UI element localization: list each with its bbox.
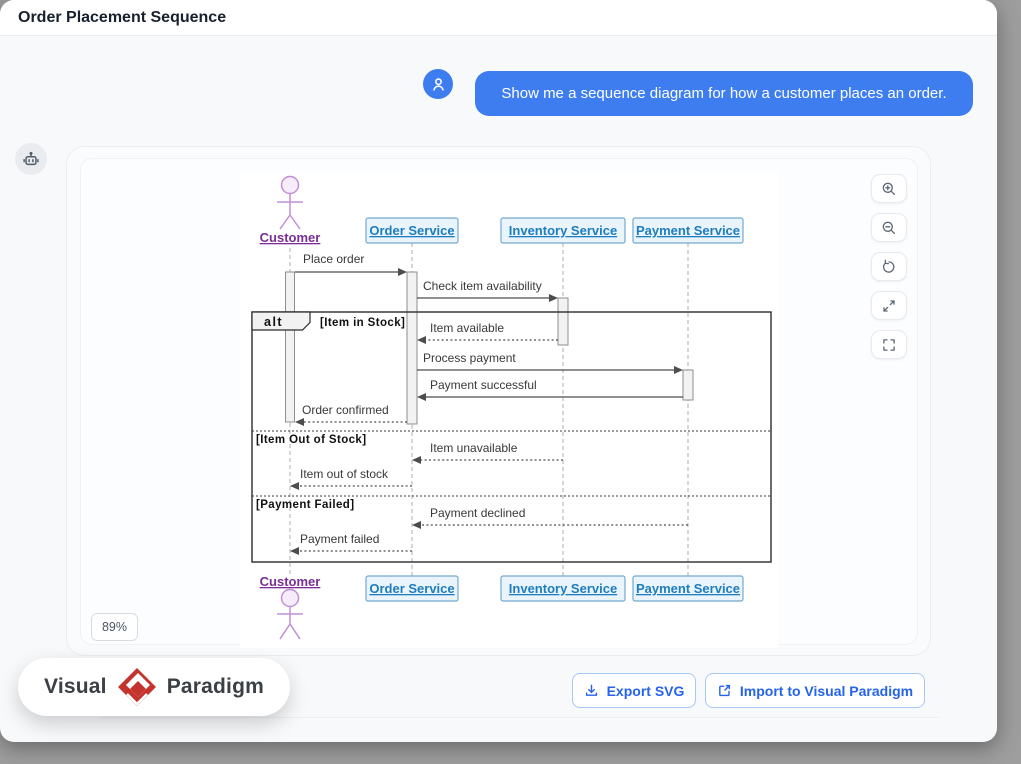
sequence-diagram: Customer Order Service Inventory Service…	[251, 175, 772, 640]
content-divider	[100, 717, 938, 718]
expand-icon	[883, 299, 895, 312]
participant-label-customer: Customer	[260, 230, 321, 245]
zoom-in-icon	[882, 182, 896, 195]
expand-button[interactable]	[871, 291, 907, 320]
logo-word-paradigm: Paradigm	[166, 675, 264, 698]
robot-icon	[23, 151, 39, 166]
message-order-confirmed: Order confirmed	[295, 403, 407, 426]
svg-text:Payment Service: Payment Service	[636, 581, 740, 596]
external-link-icon	[718, 684, 730, 697]
svg-text:Customer: Customer	[260, 574, 321, 589]
fullscreen-icon	[883, 338, 895, 351]
participant-order-service-bottom: Order Service	[365, 575, 459, 602]
sequence-diagram-canvas[interactable]: Customer Order Service Inventory Service…	[240, 172, 778, 648]
download-icon	[585, 684, 597, 696]
activation-order-service	[406, 271, 418, 425]
zoom-in-button[interactable]	[871, 174, 907, 203]
zoom-out-button[interactable]	[871, 213, 907, 242]
message-check-item-availability: Check item availability	[417, 279, 558, 302]
import-to-visual-paradigm-button[interactable]: Import to Visual Paradigm	[705, 673, 925, 708]
actor-customer-top: Customer	[260, 175, 321, 245]
fullscreen-button[interactable]	[871, 330, 907, 359]
participant-payment-service-bottom: Payment Service	[632, 575, 744, 602]
zoom-level-badge: 89%	[91, 613, 138, 641]
svg-text:Item unavailable: Item unavailable	[430, 441, 518, 455]
svg-text:Order confirmed: Order confirmed	[302, 403, 389, 417]
assistant-avatar	[15, 143, 47, 175]
activation-inventory-service	[557, 297, 569, 346]
guard-item-in-stock: [Item in Stock]	[320, 317, 405, 329]
participant-payment-service-top: Payment Service	[632, 217, 744, 244]
participant-order-service-top: Order Service	[365, 217, 459, 244]
message-payment-failed: Payment failed	[290, 532, 412, 555]
user-chat-message: Show me a sequence diagram for how a cus…	[475, 71, 973, 116]
message-item-unavailable: Item unavailable	[412, 441, 563, 464]
visual-paradigm-diamond-icon	[117, 668, 156, 706]
svg-text:Item available: Item available	[430, 321, 504, 335]
svg-text:Item out of stock: Item out of stock	[300, 467, 389, 481]
svg-text:Process payment: Process payment	[423, 351, 516, 365]
export-svg-label: Export SVG	[606, 682, 685, 699]
svg-text:Inventory Service: Inventory Service	[509, 581, 617, 596]
person-icon	[432, 77, 444, 91]
activation-payment-service	[682, 369, 694, 401]
message-item-available: Item available	[417, 321, 558, 344]
message-payment-declined: Payment declined	[412, 506, 688, 529]
svg-text:Place order: Place order	[303, 252, 364, 266]
participant-inventory-service-bottom: Inventory Service	[500, 575, 626, 602]
reset-view-button[interactable]	[871, 252, 907, 281]
page-title: Order Placement Sequence	[18, 9, 227, 26]
svg-text:Payment Service: Payment Service	[636, 223, 740, 238]
guard-payment-failed: [Payment Failed]	[256, 499, 354, 511]
actor-customer-bottom: Customer	[260, 574, 321, 640]
logo-word-visual: Visual	[44, 675, 107, 698]
participant-inventory-service-top: Inventory Service	[500, 217, 626, 244]
message-payment-successful: Payment successful	[417, 378, 683, 401]
message-process-payment: Process payment	[417, 351, 683, 374]
reset-view-icon	[882, 259, 895, 273]
svg-text:Order Service: Order Service	[369, 581, 454, 596]
import-label: Import to Visual Paradigm	[739, 682, 914, 699]
zoom-out-icon	[882, 221, 896, 234]
svg-text:Payment successful: Payment successful	[430, 378, 537, 392]
app-window: Order Placement Sequence Show me a seque…	[0, 0, 997, 742]
fragment-operator: alt	[264, 315, 283, 329]
visual-paradigm-logo[interactable]: Visual Paradigm	[18, 658, 290, 716]
alt-fragment: alt [Item in Stock] [Item Out of Stock] …	[251, 311, 772, 563]
svg-text:Check item availability: Check item availability	[423, 279, 542, 293]
export-svg-button[interactable]: Export SVG	[572, 673, 696, 708]
message-place-order: Place order	[295, 252, 407, 276]
svg-text:Payment declined: Payment declined	[430, 506, 525, 520]
svg-text:Inventory Service: Inventory Service	[509, 223, 617, 238]
user-avatar	[423, 69, 453, 99]
viewer-toolbar	[871, 174, 907, 359]
svg-text:Payment failed: Payment failed	[300, 532, 379, 546]
title-bar: Order Placement Sequence	[0, 0, 997, 36]
activation-customer	[285, 271, 295, 423]
svg-text:Order Service: Order Service	[369, 223, 454, 238]
guard-item-out-of-stock: [Item Out of Stock]	[256, 434, 366, 446]
message-item-out-of-stock: Item out of stock	[290, 467, 412, 490]
